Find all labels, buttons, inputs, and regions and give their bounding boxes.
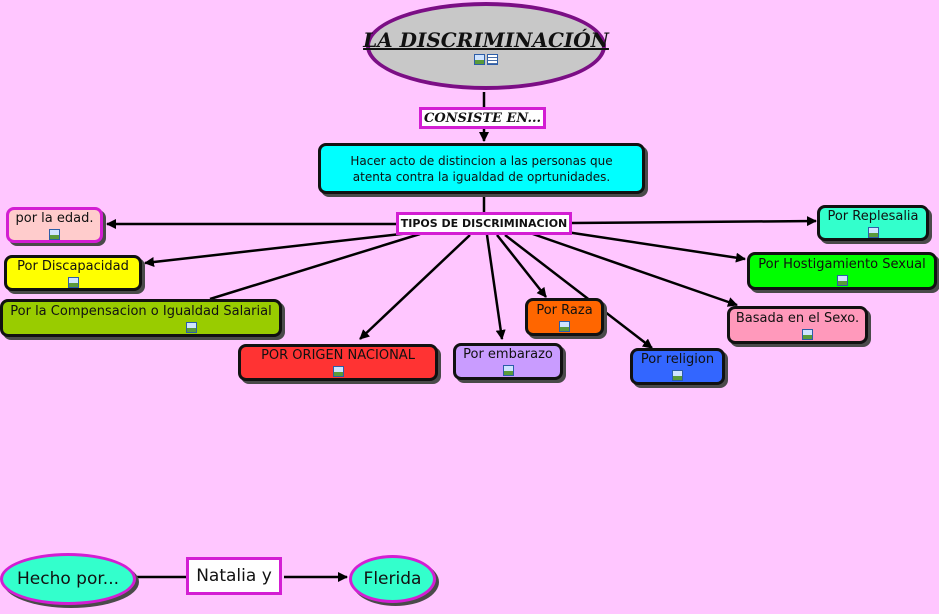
node-natalia[interactable]: Natalia y	[186, 557, 282, 595]
node-origen-nacional-label: POR ORIGEN NACIONAL	[261, 348, 415, 363]
node-flerida-label: Flerida	[363, 569, 422, 589]
image-icon[interactable]	[559, 320, 570, 332]
image-icon[interactable]	[49, 228, 60, 240]
node-por-religion[interactable]: Por religion	[630, 348, 725, 385]
node-por-embarazo-label: Por embarazo	[463, 347, 553, 362]
node-hostigamiento-sexual-label: Por Hostigamiento Sexual	[758, 256, 926, 272]
image-icon[interactable]	[672, 370, 683, 381]
definition-node[interactable]: Hacer acto de distincion a las personas …	[318, 143, 645, 194]
node-basada-en-el-sexo-label: Basada en el Sexo.	[735, 310, 860, 326]
node-hostigamiento-sexual[interactable]: Por Hostigamiento Sexual	[747, 252, 937, 290]
node-por-raza[interactable]: Por Raza	[525, 298, 604, 336]
edge-types-religion	[504, 234, 653, 349]
edge-types-hostigamiento	[552, 228, 746, 263]
link-consiste-en-label: CONSISTE EN...	[423, 110, 542, 126]
link-tipos-de-discriminacion: TIPOS DE DISCRIMINACION	[396, 212, 572, 235]
image-icon[interactable]	[185, 321, 197, 333]
definition-label: Hacer acto de distincion a las personas …	[350, 153, 613, 184]
image-icon[interactable]	[836, 274, 848, 286]
edge-types-compensacion	[209, 232, 421, 301]
title-attachments	[474, 52, 498, 65]
node-hecho-por-label: Hecho por...	[17, 569, 119, 589]
image-icon[interactable]	[332, 366, 344, 377]
node-natalia-label: Natalia y	[196, 566, 272, 586]
document-icon[interactable]	[487, 53, 498, 65]
node-por-embarazo[interactable]: Por embarazo	[453, 343, 563, 380]
title-node[interactable]: LA DISCRIMINACIÓN	[363, 2, 609, 90]
node-basada-en-el-sexo[interactable]: Basada en el Sexo.	[727, 306, 868, 344]
image-icon[interactable]	[502, 365, 514, 376]
node-origen-nacional[interactable]: POR ORIGEN NACIONAL	[238, 344, 438, 381]
node-por-raza-label: Por Raza	[536, 302, 593, 318]
link-tipos-label: TIPOS DE DISCRIMINACION	[400, 217, 568, 230]
edge-types-raza	[496, 234, 547, 298]
link-consiste-en: CONSISTE EN...	[419, 107, 546, 129]
node-hecho-por[interactable]: Hecho por...	[0, 553, 136, 605]
edge-types-embarazo	[485, 234, 506, 340]
image-icon[interactable]	[474, 53, 485, 65]
edge-types-sexo	[529, 231, 738, 307]
node-por-religion-label: Por religion	[640, 352, 715, 367]
edge-types-origen	[359, 234, 471, 340]
image-icon[interactable]	[867, 226, 879, 238]
node-por-la-edad-label: por la edad.	[15, 210, 94, 226]
node-por-represalia[interactable]: Por Replesalia	[817, 205, 929, 241]
node-compensacion-salarial-label: Por la Compensacion o Igualdad Salarial	[10, 303, 272, 319]
edge-types-represalia	[571, 216, 817, 227]
image-icon[interactable]	[67, 276, 79, 288]
image-icon[interactable]	[802, 328, 813, 340]
title-label: LA DISCRIMINACIÓN	[363, 27, 609, 52]
node-flerida[interactable]: Flerida	[349, 555, 436, 603]
node-por-discapacidad-label: Por Discapacidad	[17, 258, 129, 274]
node-por-discapacidad[interactable]: Por Discapacidad	[4, 255, 142, 291]
edge-types-discapacidad	[144, 231, 411, 267]
node-compensacion-salarial[interactable]: Por la Compensacion o Igualdad Salarial	[0, 299, 282, 337]
node-por-la-edad[interactable]: por la edad.	[6, 207, 103, 243]
node-por-represalia-label: Por Replesalia	[827, 208, 919, 224]
